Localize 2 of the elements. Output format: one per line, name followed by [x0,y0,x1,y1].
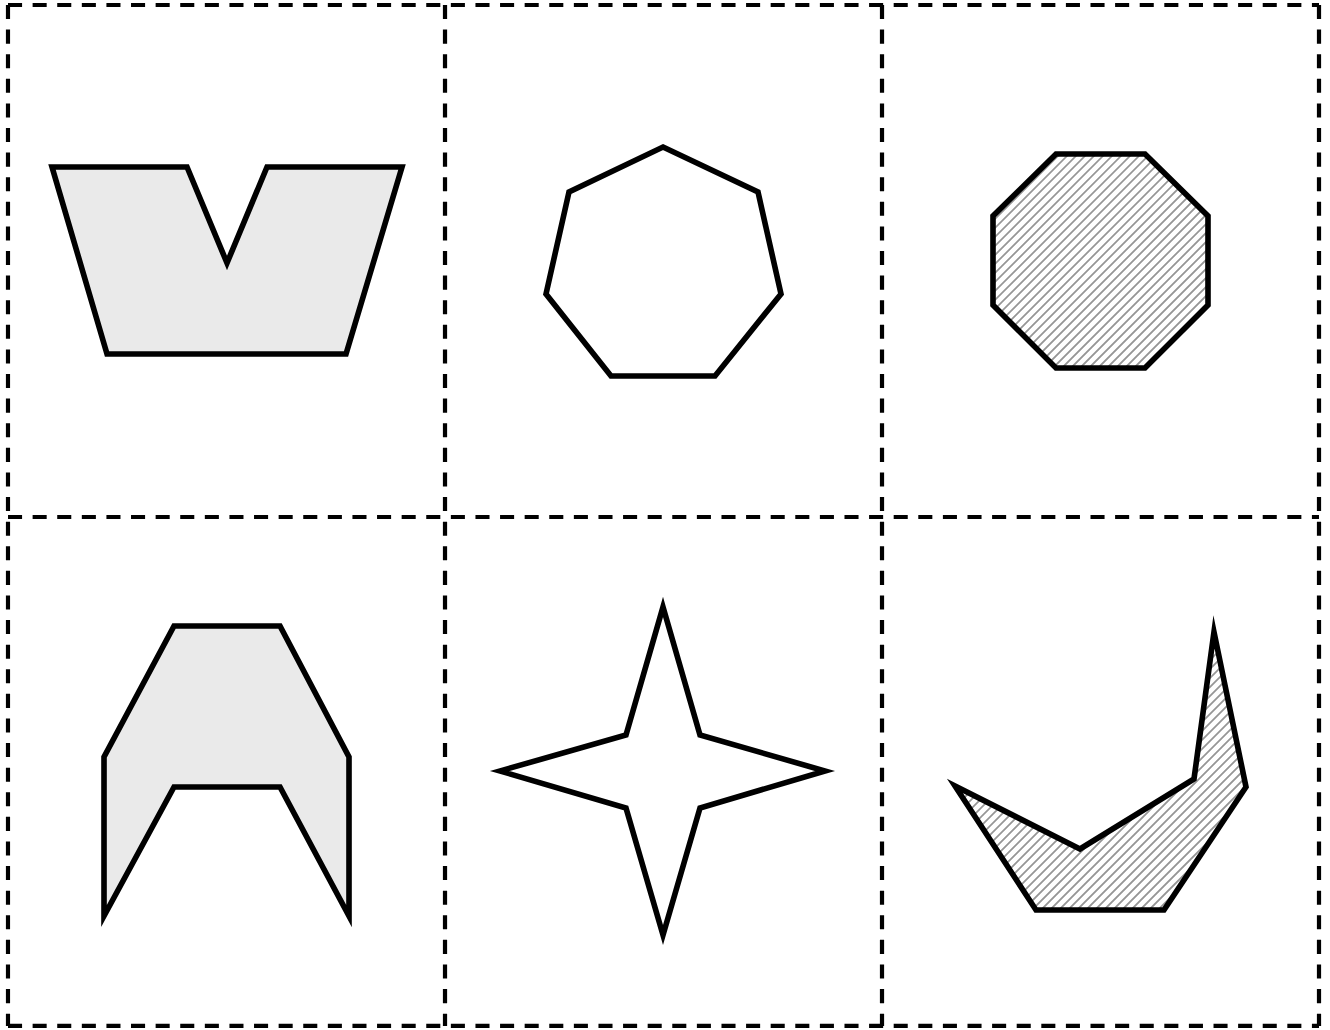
octagon [990,151,1211,371]
arch-shape [101,623,352,928]
